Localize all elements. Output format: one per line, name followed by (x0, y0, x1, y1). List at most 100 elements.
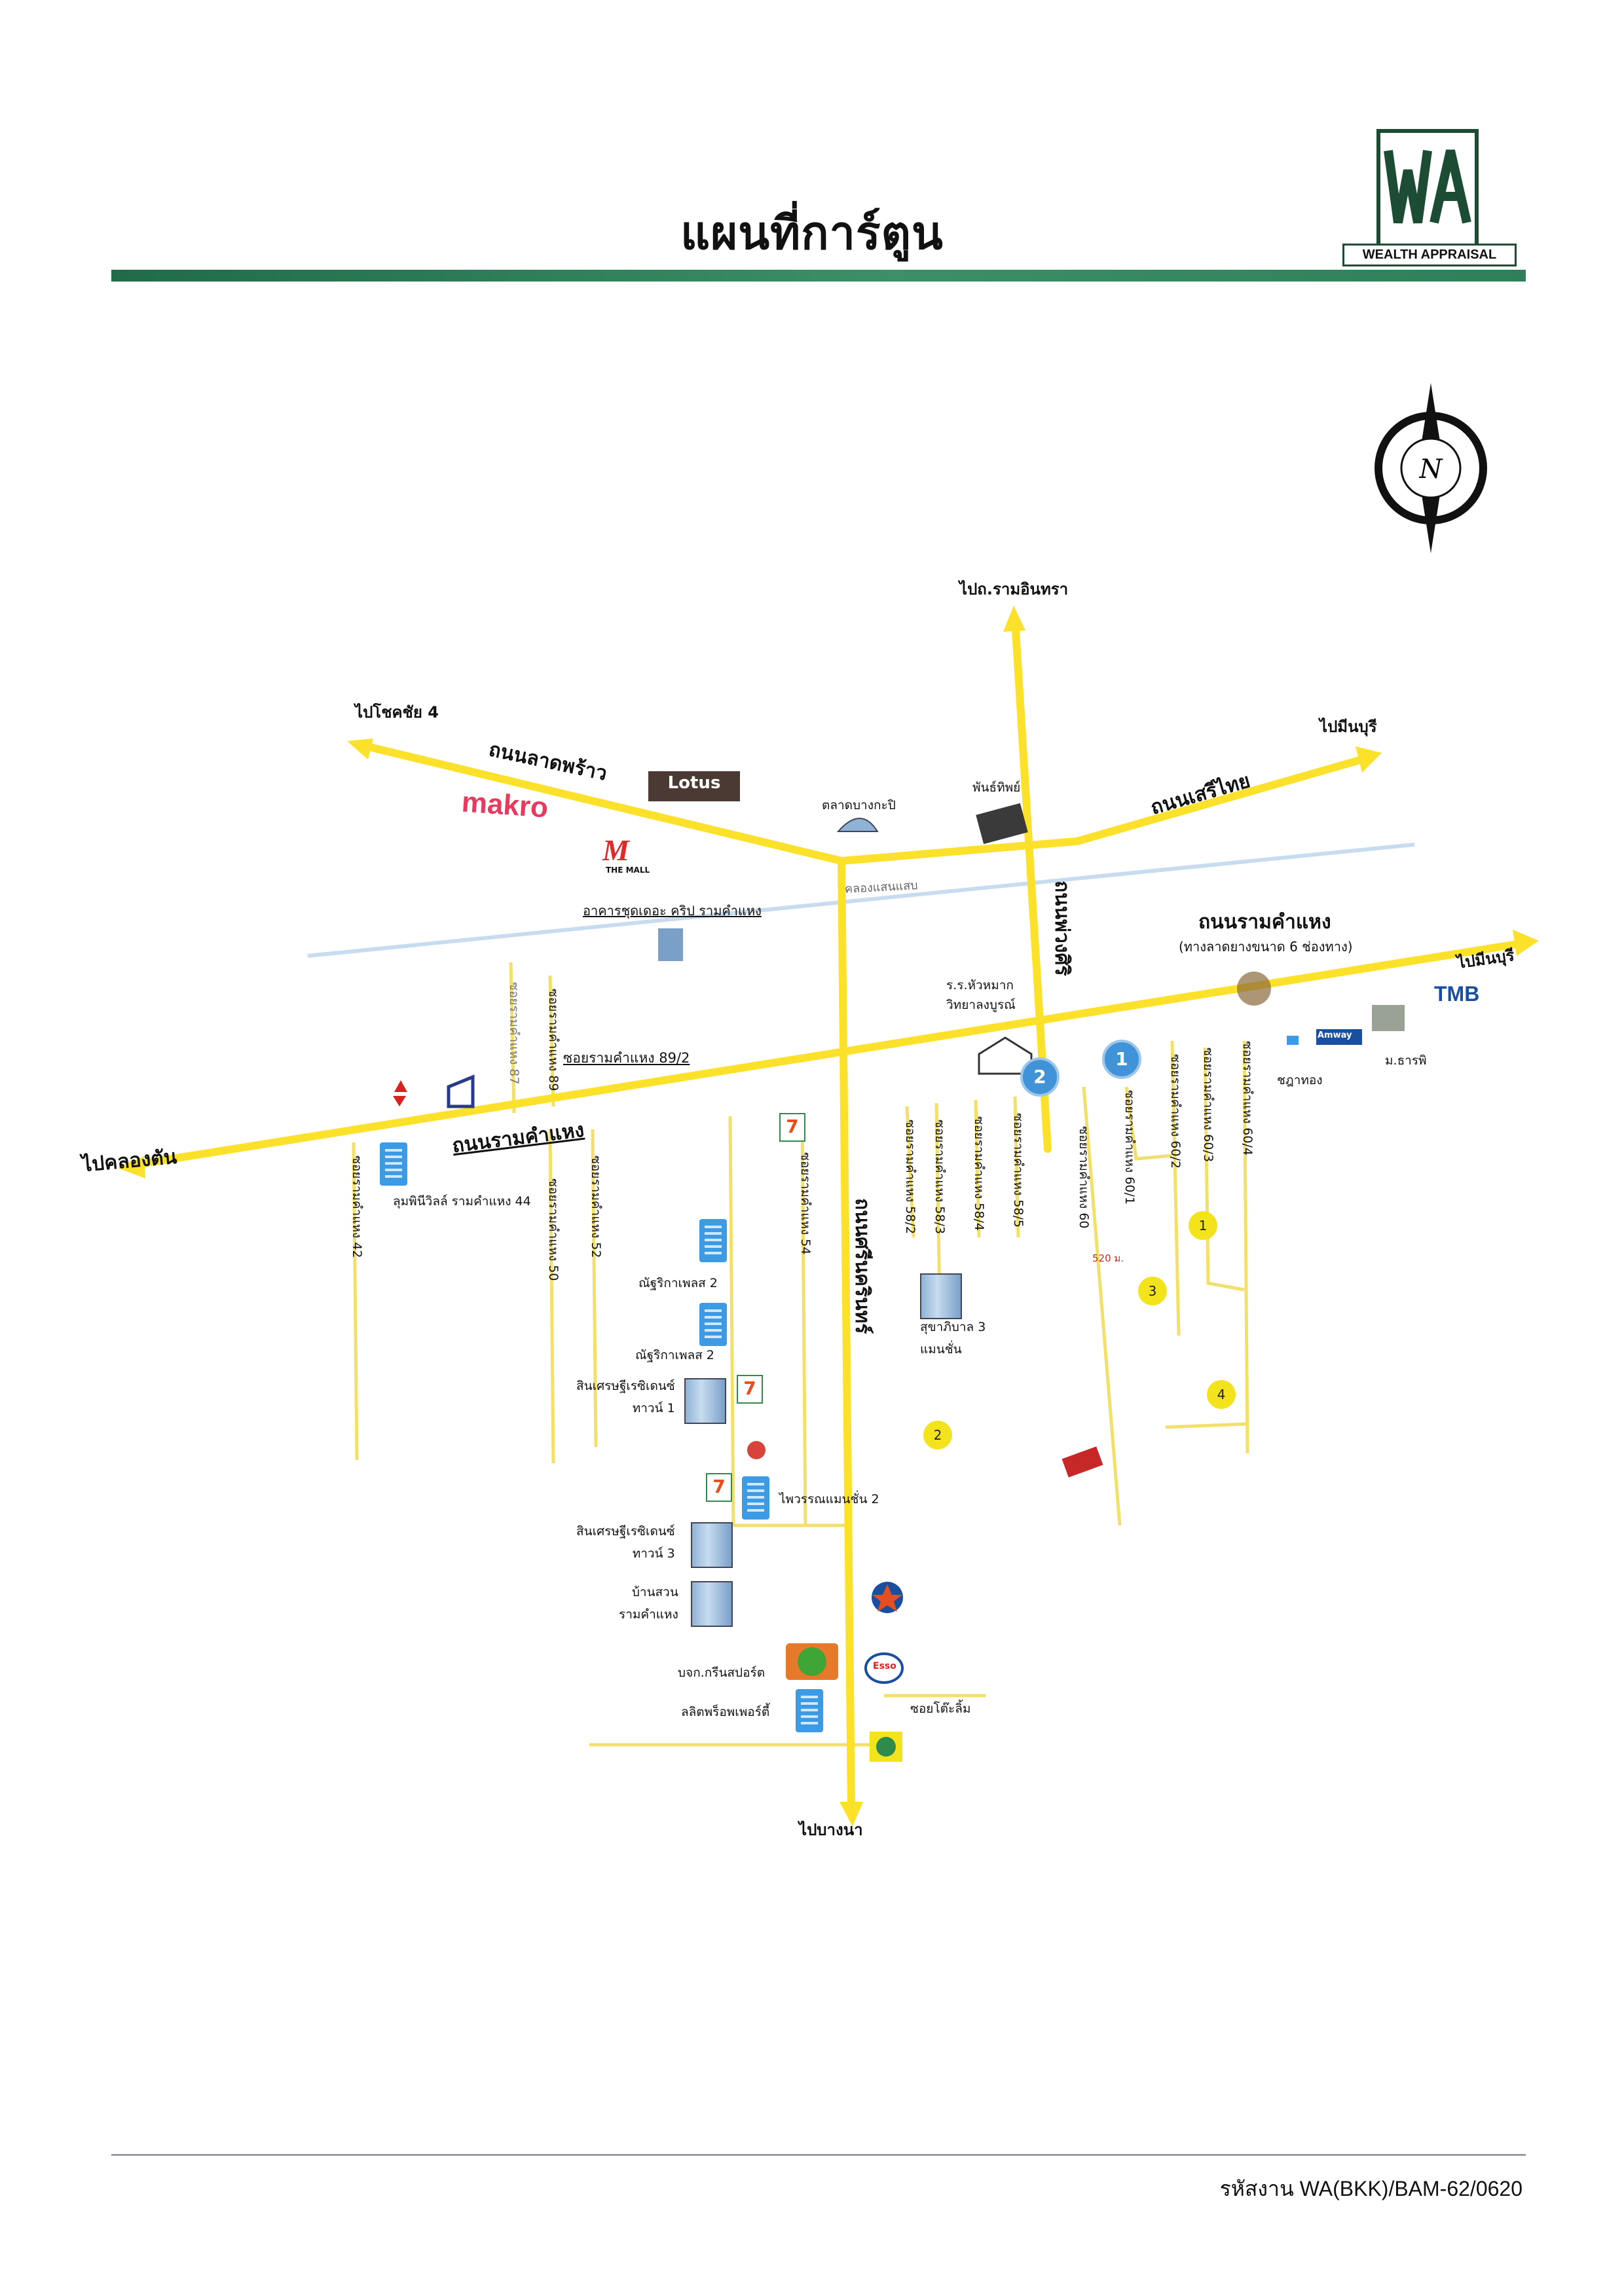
label-to-bangna: ไปบางนา (799, 1821, 863, 1839)
soi-line-a (728, 1116, 735, 1526)
label-soi-58-5: ซอยรามคำแหง 58/5 (1011, 1113, 1025, 1228)
label-to-chokchai: ไปโชคชัย 4 (355, 703, 439, 721)
soi-60-3-line (1203, 1047, 1245, 1292)
label-university: ม.ธารพิ (1385, 1053, 1427, 1068)
compass-letter: N (1419, 454, 1444, 484)
soi-lines (352, 962, 1249, 1747)
label-soi-87: ซอยรามคำแหง 87 (507, 982, 521, 1085)
label-soi-60-1: ซอยรามคำแหง 60/1 (1122, 1090, 1137, 1205)
project-site-icon (1061, 1446, 1103, 1478)
footer-divider (111, 2154, 1526, 2156)
lumpini-building-icon (380, 1142, 407, 1186)
document-code: รหัสงาน WA(BKK)/BAM-62/0620 (1219, 2177, 1522, 2200)
mitsubishi-icon (394, 1080, 407, 1092)
direction-arrows (118, 606, 1539, 1827)
arrow-south (840, 1802, 863, 1827)
label-soi-totolim: ซอยโต๊ะลิ้ม (910, 1702, 971, 1716)
nattika-b-building-icon (699, 1303, 727, 1346)
label-soi-60: ซอยรามคำแหง 60 (1077, 1126, 1091, 1229)
label-pantip: พันธ์ทิพย์ (972, 780, 1021, 795)
serithai-road-line (838, 756, 1366, 865)
label-srinakarin-road: ถนนศรีนครินทร์ (851, 1198, 874, 1334)
soi-58-5-line (1013, 1096, 1020, 1238)
suthapiban-icon (920, 1273, 962, 1319)
label-nattika-a: ณัฐริกาเพลส 2 (638, 1276, 718, 1290)
soi-87-line (509, 962, 516, 1114)
market-icon (836, 818, 879, 832)
label-nawongsa-road: ถนนพ่วงศิริ (1050, 881, 1073, 976)
university-icon (1372, 1005, 1405, 1031)
label-nattika-b: ณัฐริกาเพลส 2 (635, 1348, 714, 1362)
bbl-icon (1237, 972, 1271, 1006)
label-soi-52: ซอยรามคำแหง 52 (589, 1156, 603, 1258)
label-baansuan: บ้านสวน รามคำแหง (619, 1585, 678, 1622)
esso-icon (864, 1652, 904, 1684)
soi-60-2-line (1170, 1040, 1181, 1336)
label-school: ร.ร.หัวหมาก วิทยาลงบูรณ์ (946, 978, 1016, 1012)
ramkhamhaeng-road-line (127, 939, 1530, 1169)
label-condo-crib: อาคารชุดเดอะ คริป รามคำแหง (583, 903, 762, 919)
label-market: ตลาดบางกะปิ (822, 798, 896, 812)
pin-icon (747, 1441, 766, 1459)
canal-line (307, 843, 1415, 958)
soi-89-line (548, 975, 555, 1107)
label-soi-58-2: ซอยรามคำแหง 58/2 (903, 1120, 917, 1234)
soi-42-line (352, 1142, 359, 1461)
arrow-northeast (1356, 746, 1382, 773)
label-to-minburi-ne: ไปมีนบุรี (1320, 718, 1377, 736)
tmb-logo: TMB (1434, 982, 1480, 1006)
condo-crib-icon (658, 928, 683, 961)
comparable-badge-2: 2 (923, 1421, 952, 1449)
label-soi-60-3: ซอยรามคำแหง 60/3 (1201, 1048, 1215, 1162)
access-marker-1: 1 (1102, 1040, 1141, 1079)
label-soi-50: ซอยรามคำแหง 50 (546, 1178, 561, 1281)
label-canal: คลองแสนแสบ (844, 879, 919, 896)
arrow-north (1003, 606, 1025, 632)
label-lalit: ลลิตพร็อพเพอร์ตี้ (681, 1705, 770, 1719)
soi-58-4-line (974, 1099, 981, 1238)
lalit-building-icon (796, 1689, 823, 1732)
label-soi-58-3: ซอยรามคำแหง 58/3 (932, 1120, 947, 1234)
sinsetthi-1-icon (684, 1378, 726, 1424)
soi-60-4-line (1165, 1040, 1249, 1454)
pantip-icon (976, 803, 1028, 845)
soi-60-line (1082, 1086, 1122, 1526)
esso-caption: Esso (873, 1661, 896, 1671)
compass-icon: N (1375, 383, 1487, 553)
amway-icon (1316, 1029, 1362, 1045)
bank-icon (447, 1074, 475, 1108)
label-greenspot: บจก.กรีนสปอร์ต (678, 1666, 766, 1680)
makro-logo: makro (460, 786, 549, 824)
ladprao-road-line (363, 742, 845, 865)
wealth-appraisal-logo (1376, 129, 1479, 247)
soi-60-1-line (1124, 1086, 1173, 1161)
the-mall-logo: M (602, 833, 629, 867)
seven-eleven-icon: 7 (706, 1473, 732, 1502)
label-road-width: (ทางลาดยางขนาด 6 ช่องทาง) (1179, 939, 1353, 955)
seven-eleven-icon: 7 (779, 1113, 805, 1142)
soi-52-line (591, 1129, 598, 1448)
comparable-badge-4: 4 (1207, 1380, 1236, 1409)
logo-caption: WEALTH APPRAISAL (1342, 244, 1517, 266)
label-distance: 520 ม. (1092, 1252, 1124, 1264)
comparable-badge-3: 3 (1138, 1277, 1167, 1305)
label-soi-60-2: ซอยรามคำแหง 60/2 (1168, 1054, 1183, 1169)
lotus-logo: Lotus (648, 771, 740, 801)
amway-caption: Amway (1318, 1030, 1352, 1040)
label-soi-54: ซอยรามคำแหง 54 (798, 1152, 813, 1255)
label-phaiwaran: ไพวรรณแมนชั่น 2 (779, 1492, 879, 1506)
access-marker-2: 2 (1020, 1057, 1060, 1097)
srinakarin-road-line (838, 857, 855, 1811)
label-soi-60-4: ซอยรามคำแหง 60/4 (1240, 1041, 1255, 1156)
label-chadathong: ชฎาทอง (1277, 1073, 1323, 1087)
label-ramkhamhaeng-road: ถนนรามคำแหง (1198, 911, 1331, 934)
kbank-icon (1287, 1036, 1299, 1045)
page-title: แผนที่การ์ตูน (680, 206, 944, 260)
label-suthapiban: สุขาภิบาล 3 แมนชั่น (920, 1320, 986, 1357)
label-soi-42: ซอยรามคำแหง 42 (350, 1156, 364, 1258)
phaiwaran-building-icon (742, 1476, 769, 1520)
label-soi-89: ซอยรามคำแหง 89 (546, 989, 561, 1091)
label-soi-89-2: ซอยรามคำแหง 89/2 (563, 1050, 690, 1066)
soi-58-2-line (905, 1106, 915, 1238)
label-sinsetthi-3: สินเศรษฐีเรซิเดนซ์ ทาวน์ 3 (576, 1524, 675, 1561)
